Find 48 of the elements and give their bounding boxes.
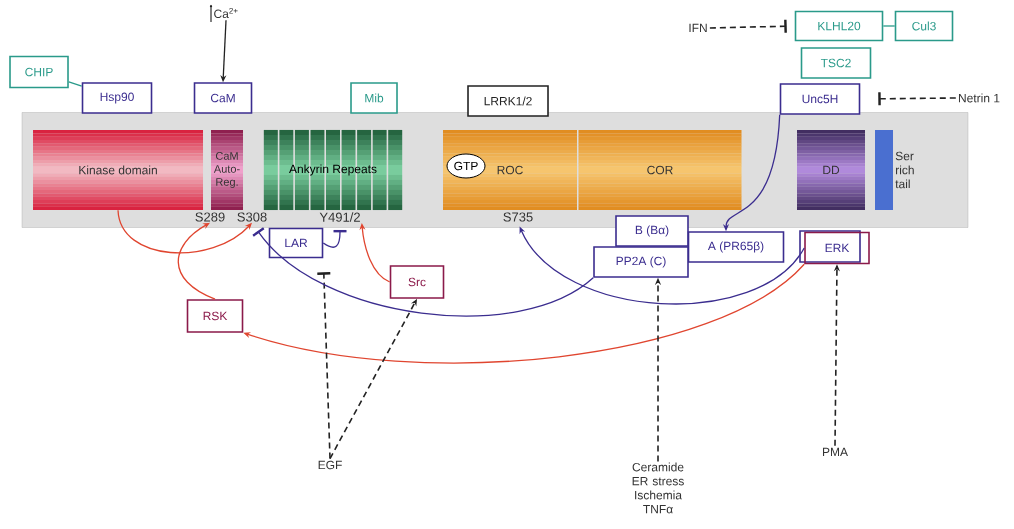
protein-box: A (PR65β) <box>687 231 785 263</box>
protein-box: CaM <box>193 82 253 114</box>
site-label: S735 <box>503 212 533 222</box>
protein-box: Mib <box>350 82 398 114</box>
protein-box: Src <box>389 265 445 299</box>
connector-line <box>882 25 896 27</box>
arrow <box>359 223 391 283</box>
protein-box: Cul3 <box>894 10 954 42</box>
protein-box: Unc5H <box>779 83 861 115</box>
node-label: Ser rich tail <box>895 151 914 189</box>
protein-box: RSK <box>186 299 244 333</box>
stimulus-label: PMA <box>823 447 848 457</box>
domain-bar: Ser rich tail <box>875 130 914 210</box>
inhibition-line <box>709 19 787 33</box>
inhibition-line <box>252 227 594 317</box>
protein-box: CHIP <box>9 55 69 89</box>
domain-bar: DD <box>797 129 865 211</box>
site-label: Y491/2 <box>319 212 360 222</box>
protein-box: LRRK1/2 <box>467 85 549 117</box>
domain-bar: CaM Auto-Reg. <box>211 129 243 211</box>
connector-line <box>68 81 83 87</box>
protein-box: LAR <box>268 227 324 259</box>
protein-box: Hsp90 <box>81 82 153 114</box>
protein-box: PP2A (C) <box>593 246 689 278</box>
stimulus-label: Ceramide ER stress Ischemia TNFα <box>632 462 684 514</box>
node-label: ROC <box>497 165 523 175</box>
protein-box: ERK <box>799 230 870 265</box>
node-label: Ankyrin Repeats <box>289 164 377 176</box>
inhibition-line <box>878 92 957 106</box>
domain-bar: COR <box>578 129 742 211</box>
node-label: DD <box>823 165 840 175</box>
domain-bar: Ankyrin Repeats <box>263 129 403 211</box>
node-label: Kinase domain <box>79 165 157 175</box>
protein-box: TSC2 <box>800 47 872 79</box>
arrow <box>177 222 216 300</box>
stimulus-label: EGF <box>318 460 342 470</box>
arrow <box>117 209 252 254</box>
protein-box: KLHL20 <box>794 10 884 42</box>
node-label: CaM Auto-Reg. <box>213 152 240 188</box>
protein-box: B (Bα) <box>615 215 689 247</box>
inhibition-line <box>317 272 331 460</box>
stimulus-label: Ca$^{2+}$ <box>214 7 238 18</box>
node-label: COR <box>647 165 673 175</box>
domain-bar: Kinase domain <box>33 129 203 211</box>
stimulus-label: IFN <box>689 23 707 33</box>
site-label: S308 <box>237 212 267 222</box>
site-label: S289 <box>195 212 225 222</box>
stimulus-label: Netrin 1 <box>959 93 1000 103</box>
